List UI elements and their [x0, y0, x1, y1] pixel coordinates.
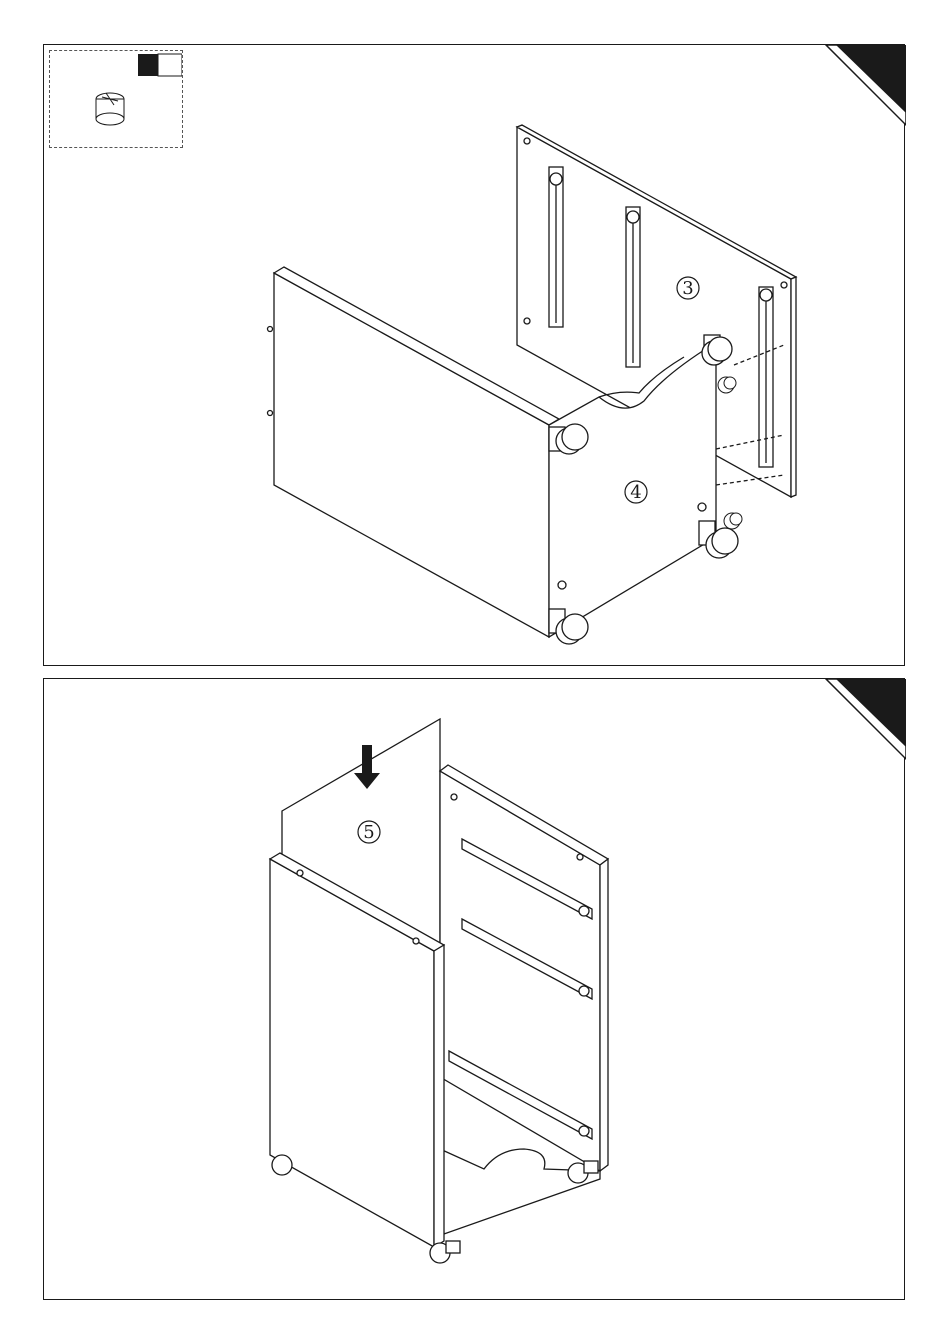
caster-wheel [430, 1241, 460, 1263]
step-bottom-illustration: 5 [44, 679, 906, 1301]
assembly-step-panel-bottom: 5 [43, 678, 905, 1300]
side-panel [268, 267, 560, 637]
hardware-inset [49, 50, 183, 148]
right-side-panel [440, 765, 608, 1171]
cam-lock-connector-icon [50, 51, 182, 147]
drawer-slide [549, 167, 563, 327]
caster-wheel [272, 1155, 292, 1175]
assembly-step-panel-top: 3 4 [43, 44, 905, 666]
svg-text:4: 4 [630, 482, 641, 503]
drawer-slide [626, 207, 640, 367]
svg-text:5: 5 [363, 822, 374, 843]
base-panel [440, 1149, 600, 1234]
svg-text:3: 3 [682, 278, 693, 299]
